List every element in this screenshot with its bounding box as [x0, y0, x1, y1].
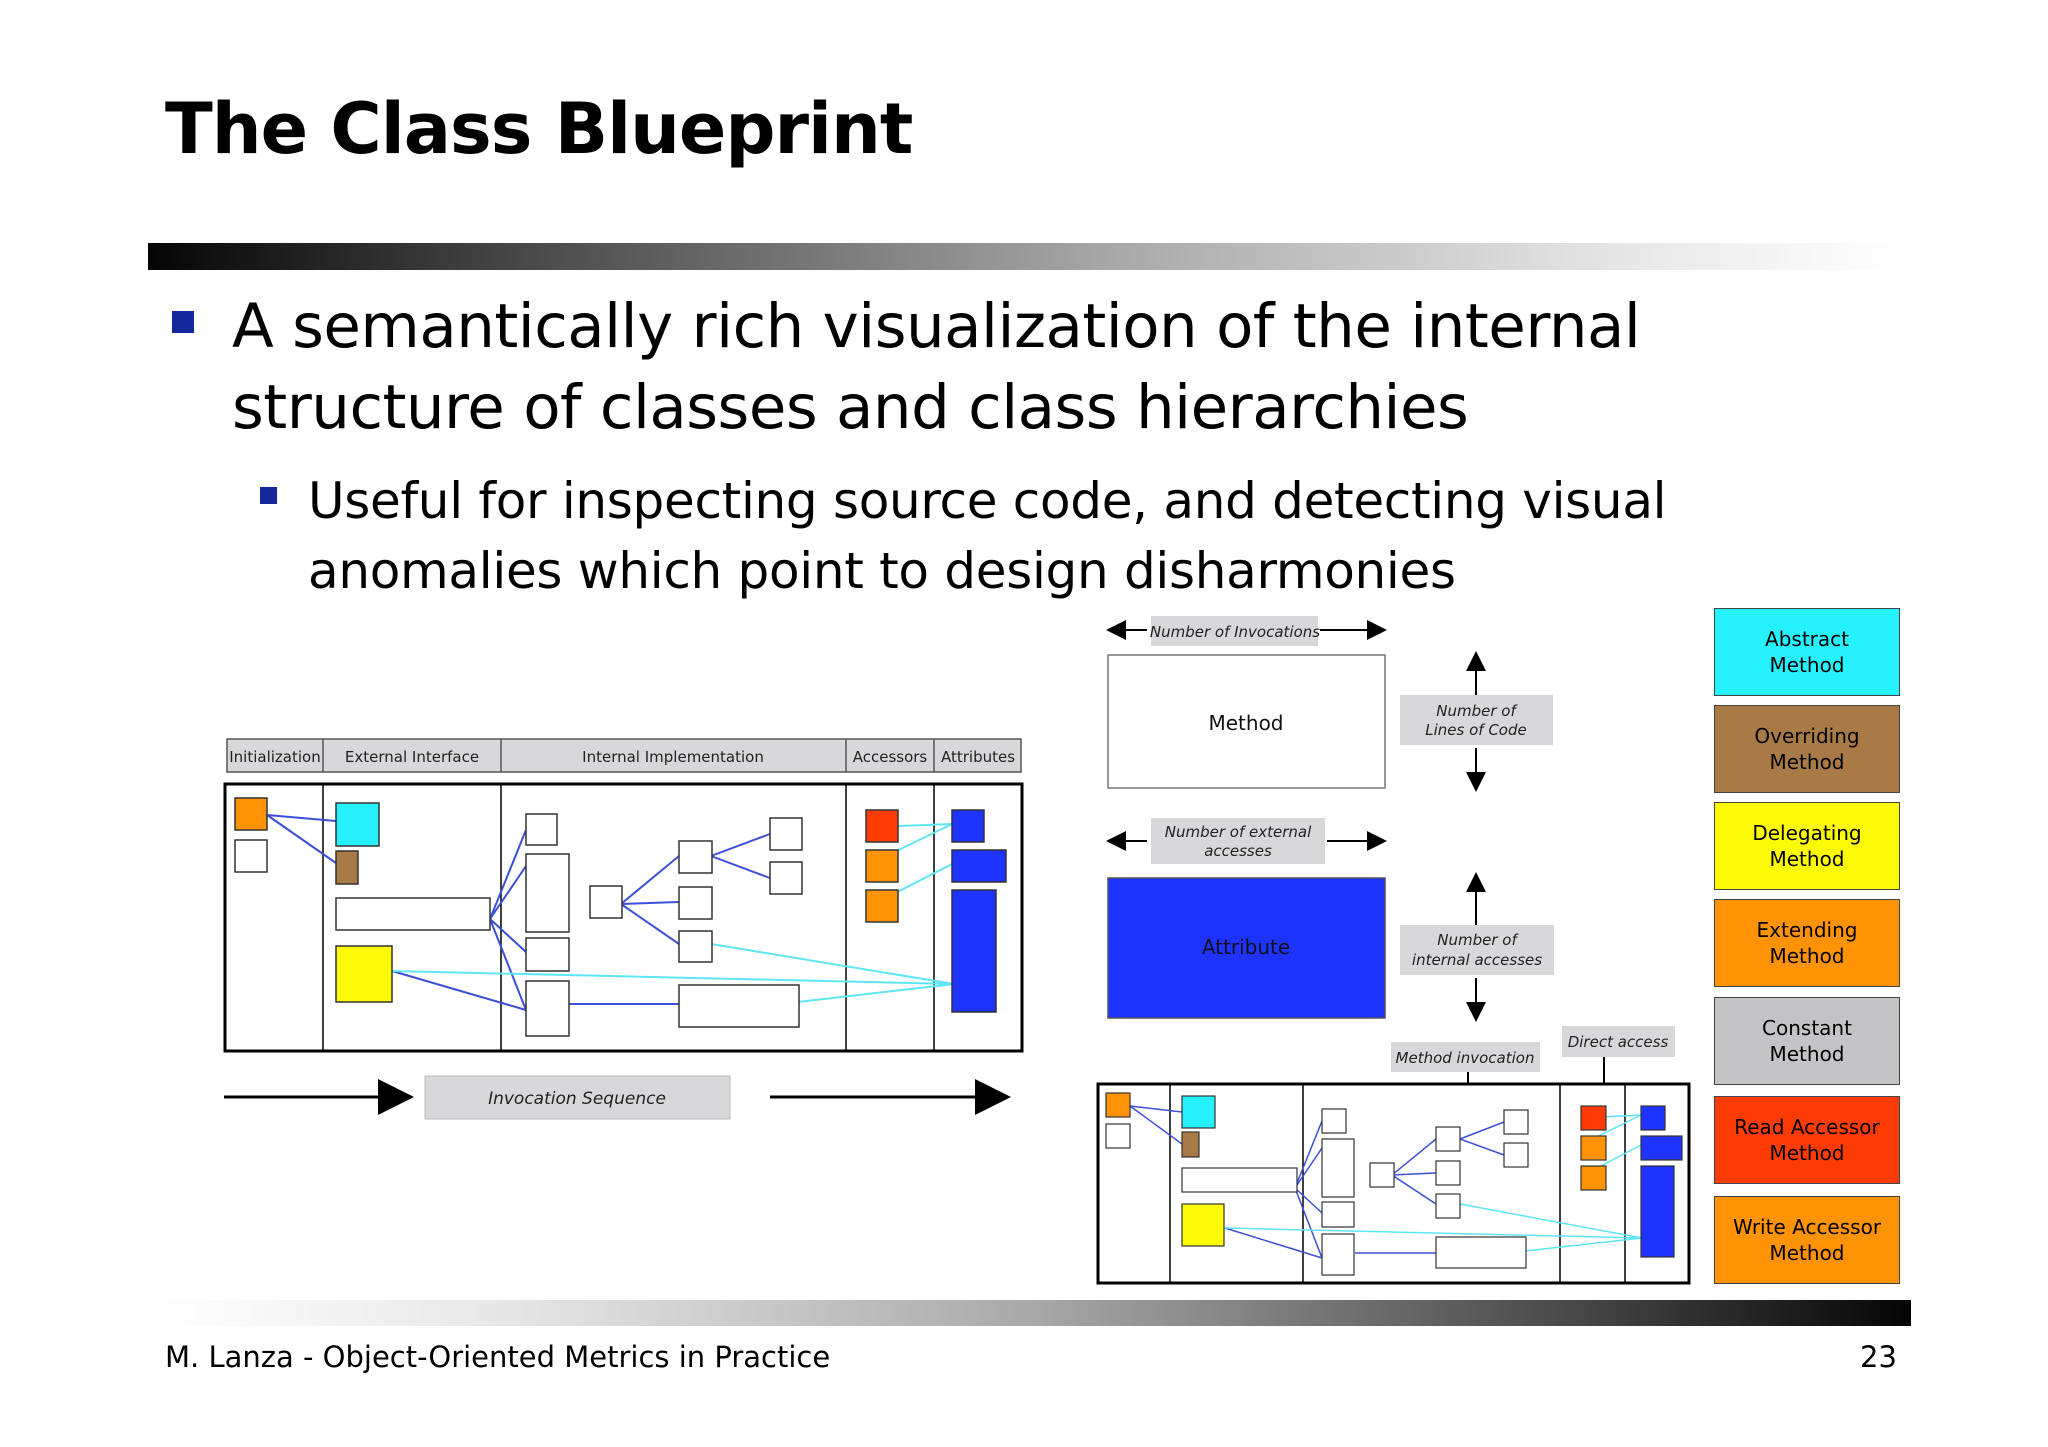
attribute-label: Attribute — [1202, 935, 1290, 959]
internal-accesses-label-line1: Number of — [1437, 931, 1519, 949]
blueprint-metrics-diagram: Number of Invocations Method Number of L… — [1096, 616, 1691, 1285]
column-accessors: Accessors — [853, 748, 928, 766]
class-blueprint-diagram: Initialization External Interface Intern… — [223, 738, 1024, 1120]
number-of-invocations-label: Number of Invocations — [1150, 623, 1320, 641]
bullet-text-sub: Useful for inspecting source code, and d… — [308, 472, 1667, 600]
column-attributes: Attributes — [941, 748, 1015, 766]
direct-access-label: Direct access — [1568, 1033, 1669, 1051]
blueprint-links — [266, 814, 955, 1011]
lines-of-code-label-line2: Lines of Code — [1425, 721, 1526, 739]
blueprint-header: Initialization External Interface Intern… — [226, 738, 1022, 773]
external-accesses-label-line1: Number of external — [1165, 823, 1312, 841]
method-example: Method — [1107, 654, 1386, 789]
number-of-invocations-indicator: Number of Invocations — [1106, 616, 1387, 646]
blueprint-nodes — [234, 797, 1007, 1037]
internal-accesses-indicator: Number of internal accesses — [1400, 872, 1554, 1022]
attribute-example: Attribute — [1107, 877, 1386, 1019]
invocation-sequence-arrow: Invocation Sequence — [224, 1075, 1011, 1120]
bullet-marker — [172, 311, 194, 333]
internal-accesses-label-line2: internal accesses — [1412, 951, 1542, 969]
external-accesses-label-line2: accesses — [1204, 842, 1272, 860]
footer-author: M. Lanza - Object-Oriented Metrics in Pr… — [165, 1340, 831, 1374]
slide-title: The Class Blueprint — [165, 88, 913, 170]
column-external-interface: External Interface — [345, 748, 479, 766]
bullet-text-main: A semantically rich visualization of the… — [232, 291, 1641, 443]
invocation-sequence-label: Invocation Sequence — [488, 1089, 666, 1109]
method-invocation-callout: Method invocation — [1391, 1042, 1540, 1133]
direct-access-callout: Direct access — [1562, 1026, 1675, 1122]
lines-of-code-indicator: Number of Lines of Code — [1400, 651, 1553, 792]
lines-of-code-label-line1: Number of — [1436, 702, 1518, 720]
method-label: Method — [1208, 711, 1283, 735]
column-internal-implementation: Internal Implementation — [582, 748, 764, 766]
title-divider-bar — [148, 243, 1898, 270]
sub-bullet-marker — [260, 487, 277, 504]
method-invocation-label: Method invocation — [1396, 1049, 1535, 1067]
footer-divider-bar — [163, 1300, 1911, 1326]
mini-blueprint — [1096, 1082, 1691, 1285]
external-accesses-indicator: Number of external accesses — [1106, 818, 1387, 864]
column-initialization: Initialization — [229, 748, 320, 766]
page-number: 23 — [1860, 1340, 1897, 1374]
